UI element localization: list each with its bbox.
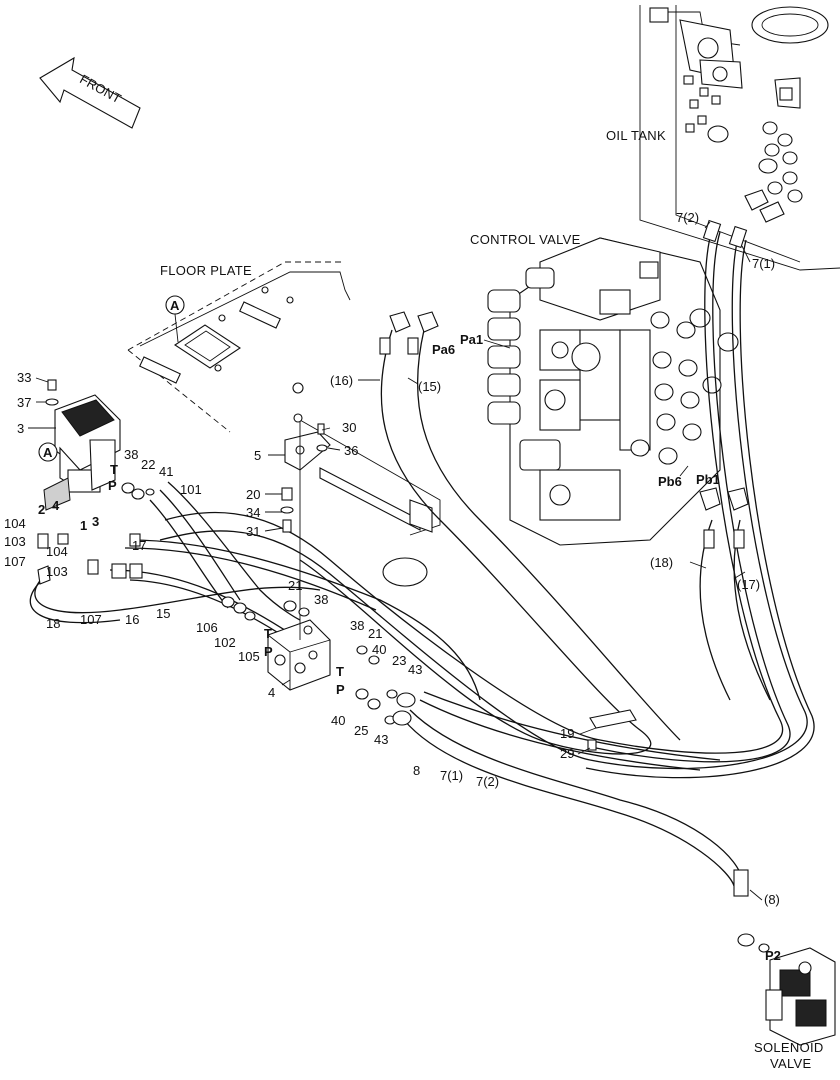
port-t-block: T (264, 626, 272, 641)
hoses (29, 229, 815, 887)
callout-38c: 38 (350, 618, 364, 633)
oil-tank: OIL TANK (606, 5, 840, 271)
pilot-block (267, 619, 331, 691)
callout-21b: 21 (368, 626, 382, 641)
control-valve-spools-left (487, 267, 561, 471)
callout-8p: (8) (764, 892, 780, 907)
callout-18p: (18) (650, 555, 673, 570)
callout-15: 15 (156, 606, 170, 621)
port-p-block: P (264, 644, 273, 659)
port-p-pedal: P (108, 478, 117, 493)
leader-lines (28, 221, 763, 901)
callout-16: 16 (125, 612, 139, 627)
callout-103b: 103 (46, 564, 68, 579)
callout-33: 33 (17, 370, 31, 385)
callout-5: 5 (254, 448, 261, 463)
port-p2: P2 (765, 948, 781, 963)
control-valve-blocks (539, 329, 651, 521)
callout-7-1: 7(1) (440, 768, 463, 783)
pedal-valve: A (38, 379, 121, 511)
bracket (280, 382, 331, 640)
front-arrow: FRONT (39, 56, 141, 129)
callout-104b: 104 (46, 544, 68, 559)
floor-plate: FLOOR PLATE A (127, 261, 441, 587)
callout-40a: 40 (372, 642, 386, 657)
callout-4: 4 (52, 498, 60, 513)
port-pb6: Pb6 (658, 474, 682, 489)
callout-102: 102 (214, 635, 236, 650)
port-pb1: Pb1 (696, 472, 720, 487)
port-pa1: Pa1 (460, 332, 483, 347)
port-t-right: T (336, 664, 344, 679)
callout-3: 3 (17, 421, 24, 436)
callout-30: 30 (342, 420, 356, 435)
callout-43a: 43 (408, 662, 422, 677)
floor-plate-label: FLOOR PLATE (160, 263, 252, 278)
callout-16p: (16) (330, 373, 353, 388)
callout-18: 18 (46, 616, 60, 631)
callout-3b: 3 (92, 514, 99, 529)
marker-a-pedal-label: A (43, 445, 53, 460)
callout-4b: 4 (268, 685, 275, 700)
callout-105: 105 (238, 649, 260, 664)
callout-19: 19 (560, 726, 574, 741)
callout-7-2: 7(2) (476, 774, 499, 789)
callout-40b: 40 (331, 713, 345, 728)
port-pa6: Pa6 (432, 342, 455, 357)
callout-37: 37 (17, 395, 31, 410)
callout-106: 106 (196, 620, 218, 635)
callout-15p: (15) (418, 379, 441, 394)
callout-2: 2 (38, 502, 45, 517)
callout-20: 20 (246, 487, 260, 502)
callout-103a: 103 (4, 534, 26, 549)
callout-21a: 21 (288, 578, 302, 593)
callout-38a: 38 (124, 447, 138, 462)
hose-fittings (379, 219, 770, 953)
callout-7-1-top: 7(1) (752, 256, 775, 271)
callout-7-2-top: 7(2) (676, 210, 699, 225)
control-valve-label: CONTROL VALVE (470, 232, 581, 247)
callout-107b: 107 (80, 612, 102, 627)
callout-101: 101 (180, 482, 202, 497)
callouts: 7(2) 7(1) (16) (15) (18) (17) (8) 33 37 … (4, 210, 780, 907)
port-p-right: P (336, 682, 345, 697)
callout-22: 22 (141, 457, 155, 472)
callout-104a: 104 (4, 516, 26, 531)
marker-a-pedal (38, 442, 58, 462)
callout-17p: (17) (737, 577, 760, 592)
callout-29: 29 (560, 746, 574, 761)
solenoid-valve: P2 SOLENOID VALVE (754, 947, 836, 1071)
callout-107a: 107 (4, 554, 26, 569)
solenoid-valve-label-2: VALVE (770, 1056, 812, 1071)
port-t-pedal: T (110, 462, 118, 477)
control-valve: CONTROL VALVE Pa6 Pa1 Pb6 Pb1 (432, 232, 739, 546)
marker-a-floor-label: A (170, 298, 180, 313)
callout-41: 41 (159, 464, 173, 479)
callout-38b: 38 (314, 592, 328, 607)
callout-31: 31 (246, 524, 260, 539)
oil-tank-label: OIL TANK (606, 128, 666, 143)
callout-23: 23 (392, 653, 406, 668)
callout-17: 17 (132, 538, 146, 553)
solenoid-valve-label-1: SOLENOID (754, 1040, 824, 1055)
callout-34: 34 (246, 505, 260, 520)
port-letters: T P T P T P (108, 462, 345, 697)
small-fittings (37, 482, 637, 751)
callout-8: 8 (413, 763, 420, 778)
callout-25: 25 (354, 723, 368, 738)
callout-1: 1 (80, 518, 87, 533)
callout-43b: 43 (374, 732, 388, 747)
oil-tank-fittings (744, 121, 803, 223)
callout-36: 36 (344, 443, 358, 458)
